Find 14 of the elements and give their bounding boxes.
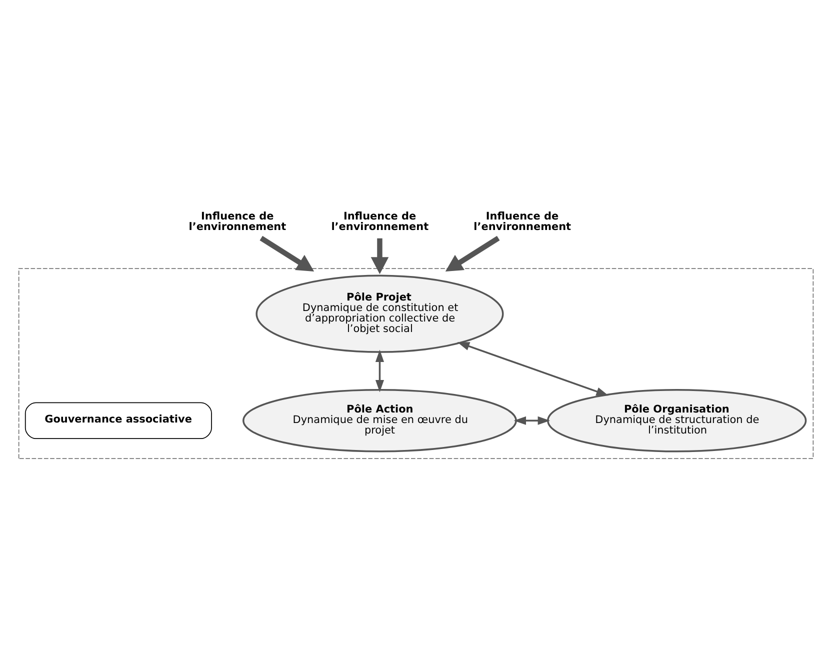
arrow — [514, 416, 550, 424]
node-box: Gouvernance associative — [24, 402, 212, 438]
cluster — [18, 268, 814, 458]
arrow — [370, 238, 389, 274]
node-text: Influence de l’environnement — [188, 210, 286, 232]
node-ellipse: Pôle Projet Dynamique de constitution et d’appropriation collective de l’objet social — [256, 274, 504, 352]
arrow — [260, 235, 314, 272]
arrow — [375, 349, 384, 392]
node-text: Influence de l’environnement — [331, 210, 429, 232]
node-ellipse: Pôle Action Dynamique de mise en œuvre du projet — [242, 388, 517, 452]
node-text: Influence de l’environnement — [474, 210, 572, 232]
arrow — [445, 235, 500, 272]
node-ellipse: Pôle Organisation Dynamique de structuration de l’institution — [547, 388, 807, 452]
arrow — [457, 342, 609, 396]
